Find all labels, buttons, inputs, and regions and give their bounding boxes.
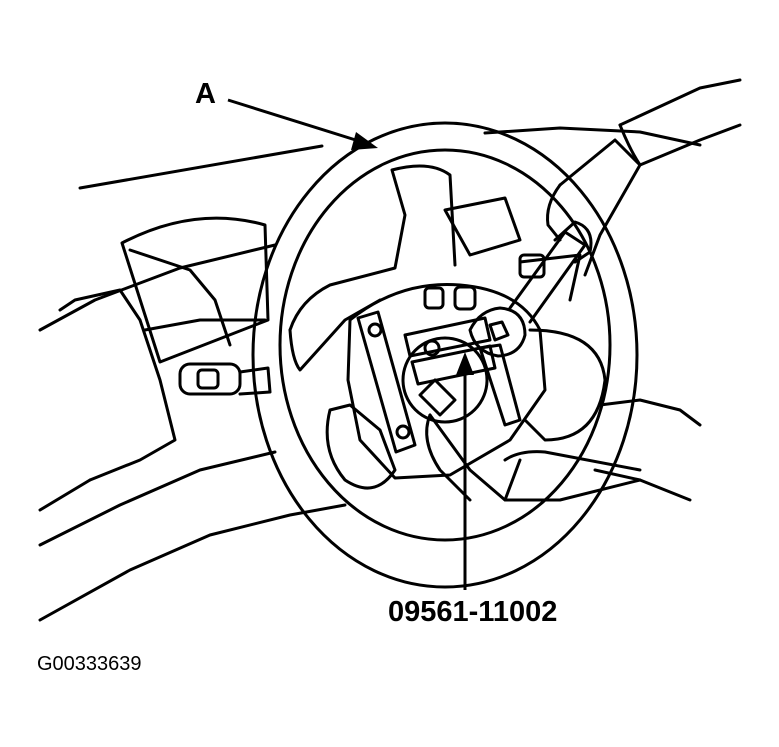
steering-hub bbox=[346, 253, 547, 480]
callout-label-a: A bbox=[195, 78, 216, 110]
hand-lower bbox=[425, 413, 642, 502]
steering-wheel-rim bbox=[251, 121, 639, 589]
instrument-cluster bbox=[120, 196, 522, 364]
hand-upper bbox=[546, 78, 742, 277]
figure-id: G00333639 bbox=[37, 653, 142, 675]
callout-label-special-tool: 09561-11002 bbox=[388, 596, 558, 628]
callout-a-arrow bbox=[227, 98, 378, 150]
callout-tool-arrow bbox=[456, 352, 474, 590]
wrench bbox=[468, 220, 593, 358]
dashboard-outline bbox=[38, 126, 702, 622]
steering-wheel-spokes bbox=[288, 164, 607, 490]
special-tool-puller bbox=[356, 310, 522, 454]
